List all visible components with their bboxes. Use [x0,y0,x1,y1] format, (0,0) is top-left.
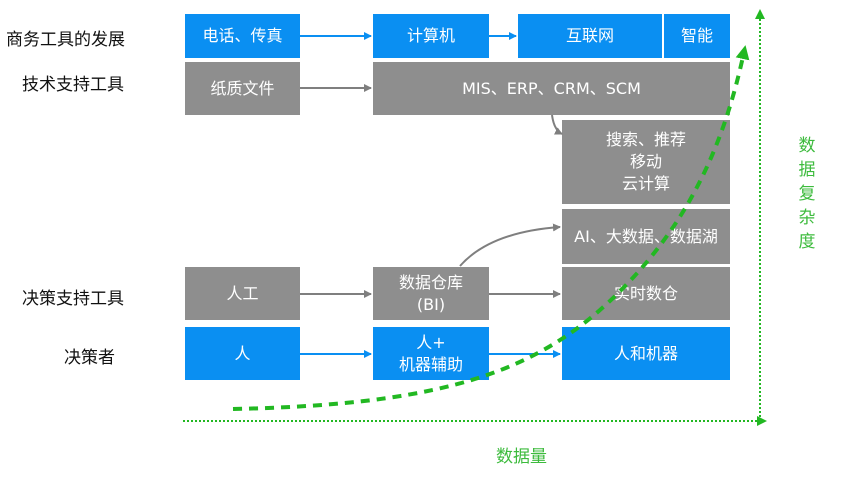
box-smart: 智能 [664,14,730,58]
row-label-tech-support-tools: 技术支持工具 [22,75,124,95]
arrow-warehouse-to-ai [459,223,561,267]
box-human-and-machine: 人和机器 [562,327,730,380]
box-line: 搜索、推荐 [605,130,686,149]
box-internet: 互联网 [518,14,662,58]
box-line: 移动 [629,152,662,171]
box-ai-bigdata-datalake: AI、大数据、数据湖 [562,209,730,264]
box-phone-fax: 电话、传真 [185,14,300,58]
box-human-plus-machine: 人+ 机器辅助 [373,327,489,380]
box-line: 人+ [416,332,446,352]
box-line: (BI) [416,294,446,314]
y-axis-label-char: 复 [798,184,816,204]
y-axis-label-char: 杂 [798,208,816,228]
y-axis-label-char: 数 [798,136,816,156]
row-label-decision-makers: 决策者 [64,348,115,368]
arrow-systems-to-search [551,114,563,135]
box-human: 人 [185,327,300,380]
box-data-warehouse: 数据仓库 (BI) [373,267,489,320]
box-enterprise-systems: MIS、ERP、CRM、SCM [373,62,730,115]
box-paper-docs: 纸质文件 [185,62,300,115]
row-label-decision-support-tools: 决策支持工具 [22,289,124,309]
box-line: 机器辅助 [398,354,463,374]
box-manual: 人工 [185,267,300,320]
box-line: 数据仓库 [398,272,463,292]
y-axis-label-char: 据 [798,160,816,180]
x-axis-label: 数据量 [496,447,547,467]
row-label-business-tools: 商务工具的发展 [6,30,125,50]
y-axis-label-char: 度 [798,232,816,252]
box-computer: 计算机 [373,14,489,58]
y-axis-label: 数 据 复 杂 度 [797,134,817,254]
box-search-mobile-cloud: 搜索、推荐 移动 云计算 [562,120,730,204]
box-realtime-dw: 实时数仓 [562,267,730,320]
box-line: 云计算 [621,174,670,193]
